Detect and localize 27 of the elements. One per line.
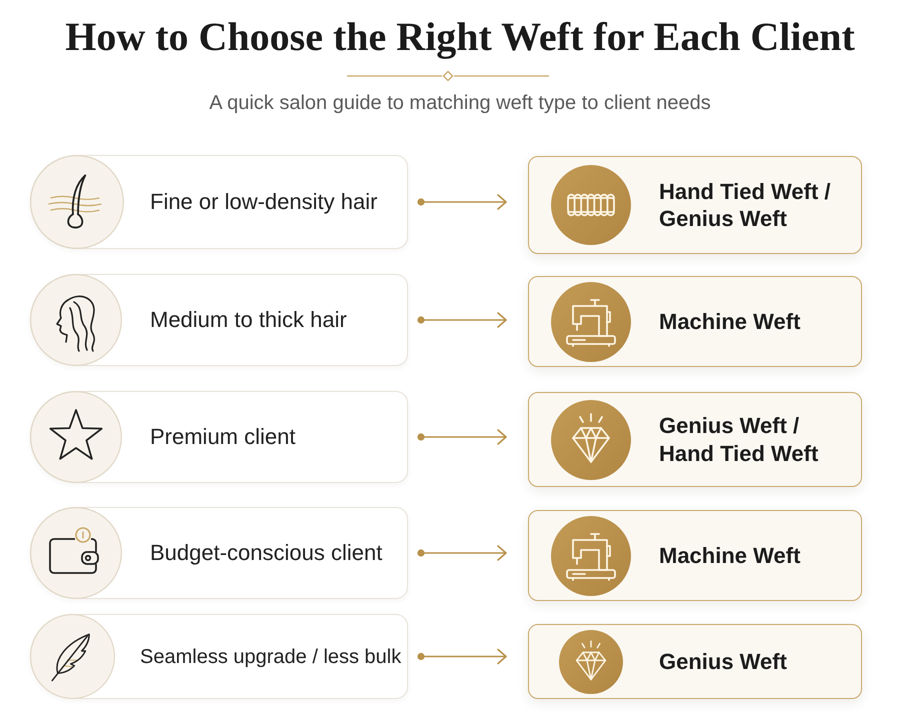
client-need-card (30, 391, 408, 483)
weft-type-text: Machine Weft (659, 542, 800, 570)
weft-type-text: Hand Tied Weft / Genius Weft (659, 178, 832, 232)
weft-type-text: Genius Weft / Hand Tied Weft (659, 412, 820, 467)
arrow (417, 545, 507, 561)
client-need-text: Budget-conscious client (150, 540, 382, 566)
weft-type-card (528, 624, 862, 699)
weft-type-card (528, 156, 862, 254)
arrow (417, 648, 507, 664)
title: How to Choose the Right Weft for Each Client (65, 13, 855, 61)
weft-type-text: Genius Weft (659, 648, 787, 676)
weft-type-card (528, 510, 862, 601)
weft-type-card (528, 392, 862, 487)
client-need-text: Fine or low-density hair (150, 188, 378, 216)
weft-type-card (528, 276, 862, 367)
subtitle: A quick salon guide to matching weft type to client needs (209, 91, 711, 115)
arrow (417, 429, 507, 445)
arrow (417, 312, 507, 328)
client-need-card (30, 614, 408, 699)
arrow (417, 194, 507, 210)
client-need-card (30, 155, 408, 249)
weft-type-text: Machine Weft (659, 308, 800, 336)
client-need-card (30, 274, 408, 366)
client-need-text: Premium client (150, 424, 296, 450)
client-need-card (30, 507, 408, 599)
client-need-text: Medium to thick hair (150, 306, 347, 334)
client-need-text: Seamless upgrade / less bulk (140, 644, 402, 668)
